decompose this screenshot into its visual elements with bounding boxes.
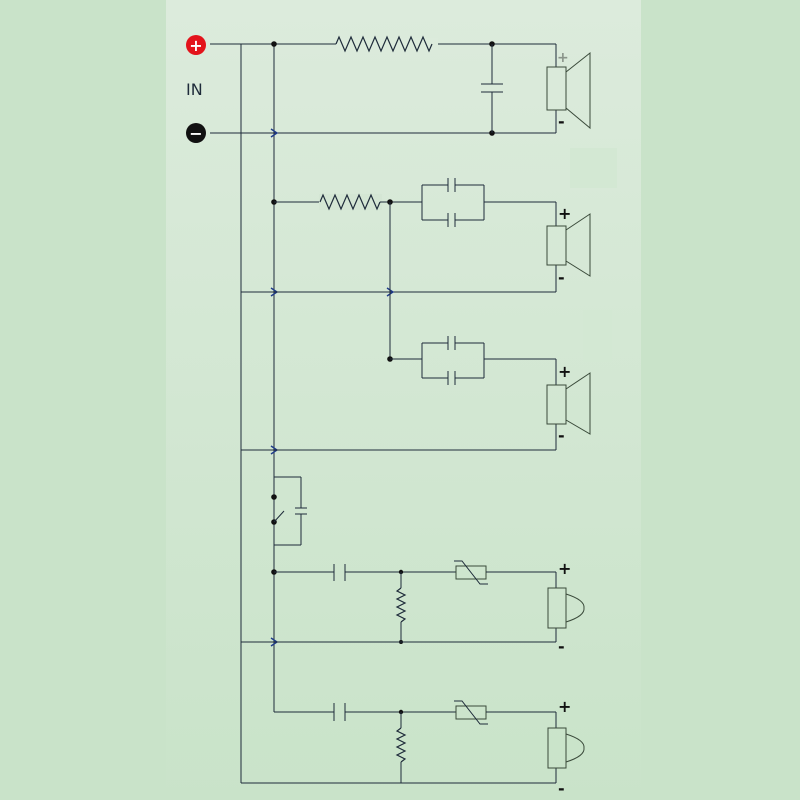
- mid2-parallel-capacitors: [421, 336, 485, 385]
- tweeter2-thermistor: [454, 700, 488, 725]
- woofer-plus-label: +: [557, 50, 569, 66]
- tw1-plus-label: +: [558, 559, 571, 578]
- tweeter1-shunt-resistor: [395, 587, 407, 623]
- tweeter2-shunt-resistor: [395, 727, 407, 763]
- input-plus-symbol: +: [189, 36, 202, 55]
- tweeter-speaker-2: [547, 727, 585, 769]
- midrange-speaker-2: [546, 372, 591, 435]
- junction-node: [271, 41, 277, 47]
- woofer-resistor: [335, 35, 433, 53]
- wire-crossing: [270, 128, 279, 138]
- tw1-minus-label: -: [558, 637, 565, 656]
- mid2-minus-label: -: [558, 426, 565, 445]
- woofer-speaker: [546, 51, 591, 130]
- input-label: IN: [186, 80, 203, 99]
- mid2-plus-label: +: [558, 362, 571, 381]
- tw2-plus-label: +: [558, 697, 571, 716]
- mid1-minus-label: -: [558, 268, 565, 287]
- mid1-parallel-capacitors: [421, 178, 485, 227]
- woofer-shunt-capacitor: [481, 44, 503, 133]
- tweeter1-thermistor: [454, 560, 488, 585]
- midrange-speaker-1: [546, 213, 591, 277]
- tweeter1-series-capacitor: [333, 564, 346, 581]
- background-patch: [583, 310, 612, 362]
- input-minus-symbol: −: [189, 124, 202, 143]
- input-plus-terminal: +: [186, 35, 206, 55]
- background-patch: [570, 148, 617, 188]
- input-minus-terminal: −: [186, 123, 206, 143]
- midrange-series-resistor: [319, 193, 381, 211]
- tw2-minus-label: -: [558, 779, 565, 798]
- wire-crossing: [386, 287, 395, 297]
- mid1-plus-label: +: [558, 204, 571, 223]
- tweeter-level-switch: [271, 476, 307, 546]
- woofer-minus-label: -: [558, 112, 565, 131]
- tweeter-speaker-1: [547, 587, 585, 629]
- tweeter2-series-capacitor: [333, 703, 346, 721]
